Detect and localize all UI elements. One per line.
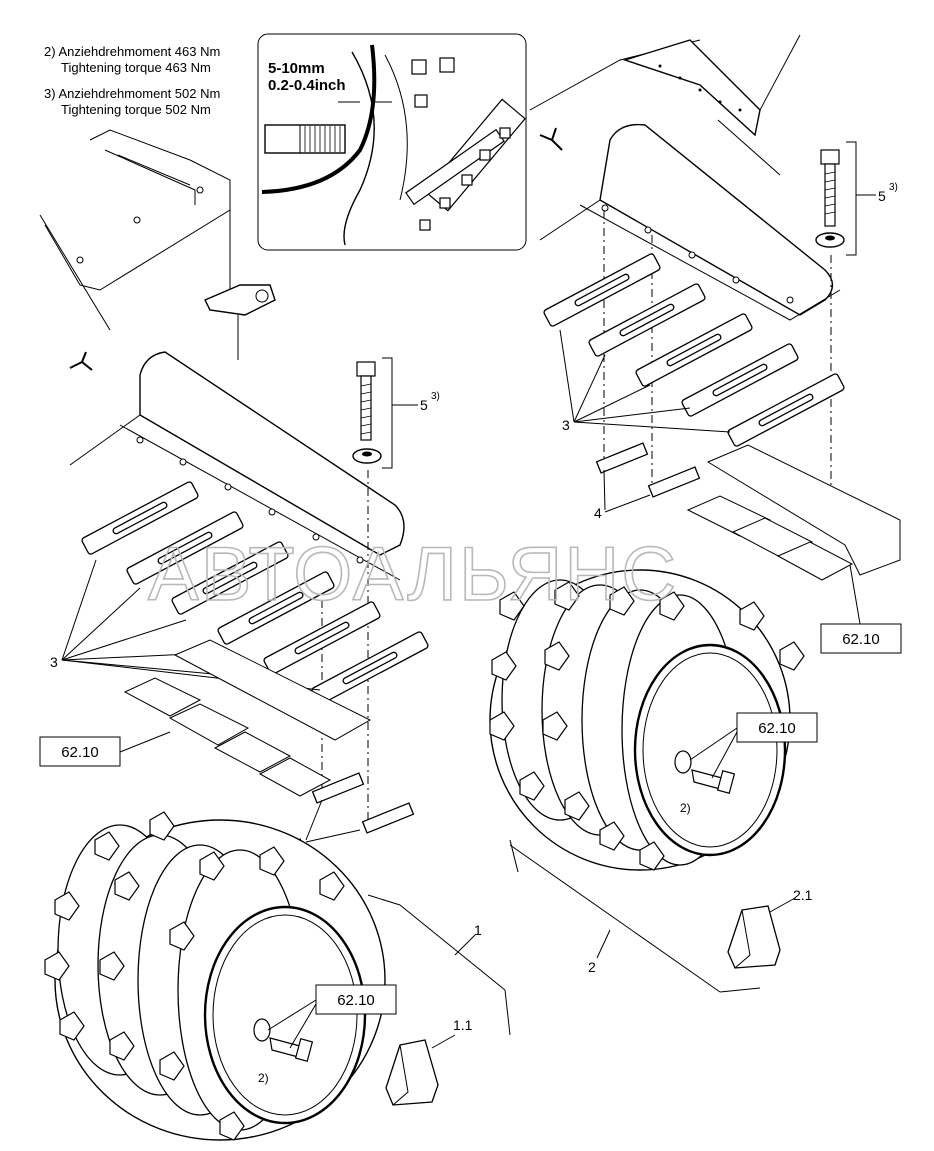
label-2-1: 2.1	[793, 887, 813, 903]
ref-box-left[interactable]: 62.10	[39, 736, 121, 767]
ref-box-wheel-right-label: 62.10	[758, 720, 796, 737]
y-mark-icon	[69, 351, 93, 371]
tooth-1-1: 1.1	[385, 1017, 473, 1106]
right-spacer-plates	[595, 442, 701, 498]
ref-box-left-label: 62.10	[61, 744, 99, 761]
label-5-left-sup: 3)	[431, 391, 440, 402]
torque-note-3: 3) Anziehdrehmoment 502 Nm Tightening to…	[44, 86, 220, 118]
label-3-right: 3	[562, 417, 570, 433]
y-mark-icon-right	[539, 127, 563, 151]
label-4-right: 4	[594, 505, 602, 521]
note2-right-wheel: 2)	[680, 801, 691, 815]
torque-note-2-en: Tightening torque 463 Nm	[61, 60, 211, 75]
note2-left-wheel: 2)	[258, 1071, 269, 1085]
torque-note-3-en: Tightening torque 502 Nm	[61, 102, 211, 117]
label-5-right: 5	[878, 188, 886, 204]
label-5-left: 5	[420, 397, 428, 413]
right-adapter-plate	[686, 444, 901, 581]
torque-note-2: 2) Anziehdrehmoment 463 Nm Tightening to…	[44, 44, 220, 76]
watermark-text: АВТОАЛЬЯНС	[148, 532, 678, 617]
right-wear-tips	[543, 253, 845, 447]
inset-gap-mm: 5-10mm	[268, 60, 325, 77]
right-callout-3: 3	[559, 329, 731, 433]
label-1: 1	[474, 922, 482, 938]
left-frame	[39, 129, 276, 371]
left-spacer-plates	[311, 772, 415, 834]
right-wheel: 2)	[489, 569, 805, 871]
left-adapter-plate	[123, 639, 372, 797]
torque-note-3-de: 3) Anziehdrehmoment 502 Nm	[44, 86, 221, 101]
tooth-2-1: 2.1	[727, 887, 813, 969]
inset-gap-inch: 0.2-0.4inch	[268, 77, 346, 94]
left-bracket-beam	[69, 351, 405, 581]
ref-box-right-label: 62.10	[842, 631, 880, 648]
label-5-right-sup: 3)	[889, 182, 898, 193]
ref-box-wheel-left-label: 62.10	[337, 992, 375, 1009]
label-1-1: 1.1	[453, 1017, 473, 1033]
ref-box-wheel-left[interactable]: 62.10	[315, 984, 397, 1015]
ref-box-right[interactable]: 62.10	[820, 623, 902, 654]
label-3-left: 3	[50, 654, 58, 670]
torque-note-2-de: 2) Anziehdrehmoment 463 Nm	[44, 44, 221, 59]
right-bracket-beam	[539, 123, 841, 321]
label-2: 2	[588, 959, 596, 975]
left-wheel: 2)	[44, 811, 386, 1141]
left-wear-tips	[81, 481, 429, 705]
inset-detail: 5-10mm 0.2-0.4inch	[257, 33, 527, 251]
ref-box-wheel-right[interactable]: 62.10	[736, 712, 818, 743]
right-frame	[529, 34, 801, 176]
